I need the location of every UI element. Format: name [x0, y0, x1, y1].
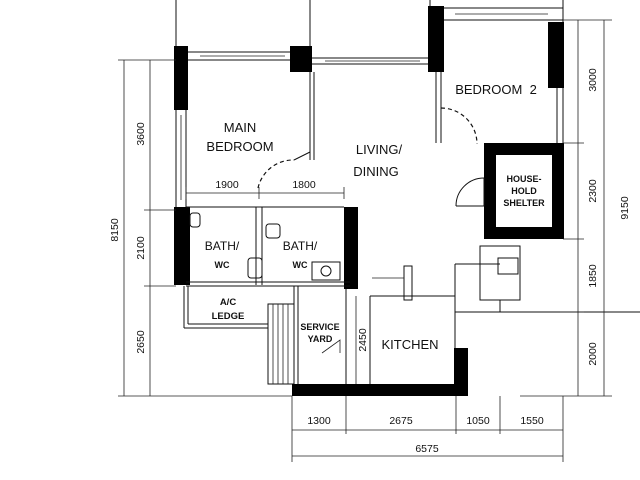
dim-right-inner-2: 2300 — [587, 179, 599, 203]
dim-right-inner-3: 1850 — [587, 264, 599, 288]
service-yard-label-1: SERVICE — [300, 322, 339, 332]
walls — [174, 6, 640, 396]
dim-left-outer: 8150 — [109, 218, 121, 242]
dim-bottom-1: 1300 — [307, 415, 331, 427]
dim-right-inner-4: 2000 — [587, 342, 599, 366]
dim-bottom-total: 6575 — [415, 443, 439, 455]
kitchen-label: KITCHEN — [381, 337, 438, 352]
bedroom-2-label: BEDROOM 2 — [455, 82, 537, 97]
dim-bottom-4: 1550 — [520, 415, 544, 427]
dim-left-inner-top: 3600 — [135, 122, 147, 146]
bath-1-label-2: WC — [215, 260, 230, 270]
ac-ledge-label-2: LEDGE — [212, 311, 245, 322]
dim-bottom-2: 2675 — [389, 415, 413, 427]
dim-right-outer: 9150 — [619, 196, 631, 220]
main-bedroom-label-1: MAIN — [224, 120, 257, 135]
bath-1-label-1: BATH/ — [205, 239, 240, 253]
household-shelter-label-2: HOLD — [511, 186, 537, 196]
main-bedroom-label-2: BEDROOM — [206, 139, 273, 154]
doors — [257, 107, 485, 354]
dim-right-inner-1: 3000 — [587, 68, 599, 92]
top-stubs — [175, 0, 564, 46]
ac-ledge-label-1: A/C — [220, 297, 237, 308]
dim-bottom-3: 1050 — [466, 415, 490, 427]
service-yard-label-2: YARD — [308, 334, 333, 344]
fixtures — [189, 212, 413, 301]
dim-service-yard-depth: 2450 — [357, 328, 369, 352]
dim-bath-width-2: 1800 — [292, 179, 316, 191]
household-shelter-label-3: SHELTER — [503, 198, 545, 208]
dimension-values: 8150 3600 2100 2650 9150 3000 2300 1850 … — [109, 68, 631, 455]
room-labels: MAIN BEDROOM BEDROOM 2 LIVING/ DINING HO… — [205, 82, 545, 352]
dim-left-inner-mid: 2100 — [135, 236, 147, 260]
bath-2-label-2: WC — [293, 260, 308, 270]
dim-bath-width-1: 1900 — [215, 179, 239, 191]
living-dining-label-2: DINING — [353, 164, 399, 179]
dimension-lines — [118, 19, 612, 462]
bath-2-label-1: BATH/ — [283, 239, 318, 253]
dim-left-inner-bottom: 2650 — [135, 330, 147, 354]
living-dining-label-1: LIVING/ — [356, 142, 403, 157]
household-shelter-label-1: HOUSE- — [506, 174, 541, 184]
